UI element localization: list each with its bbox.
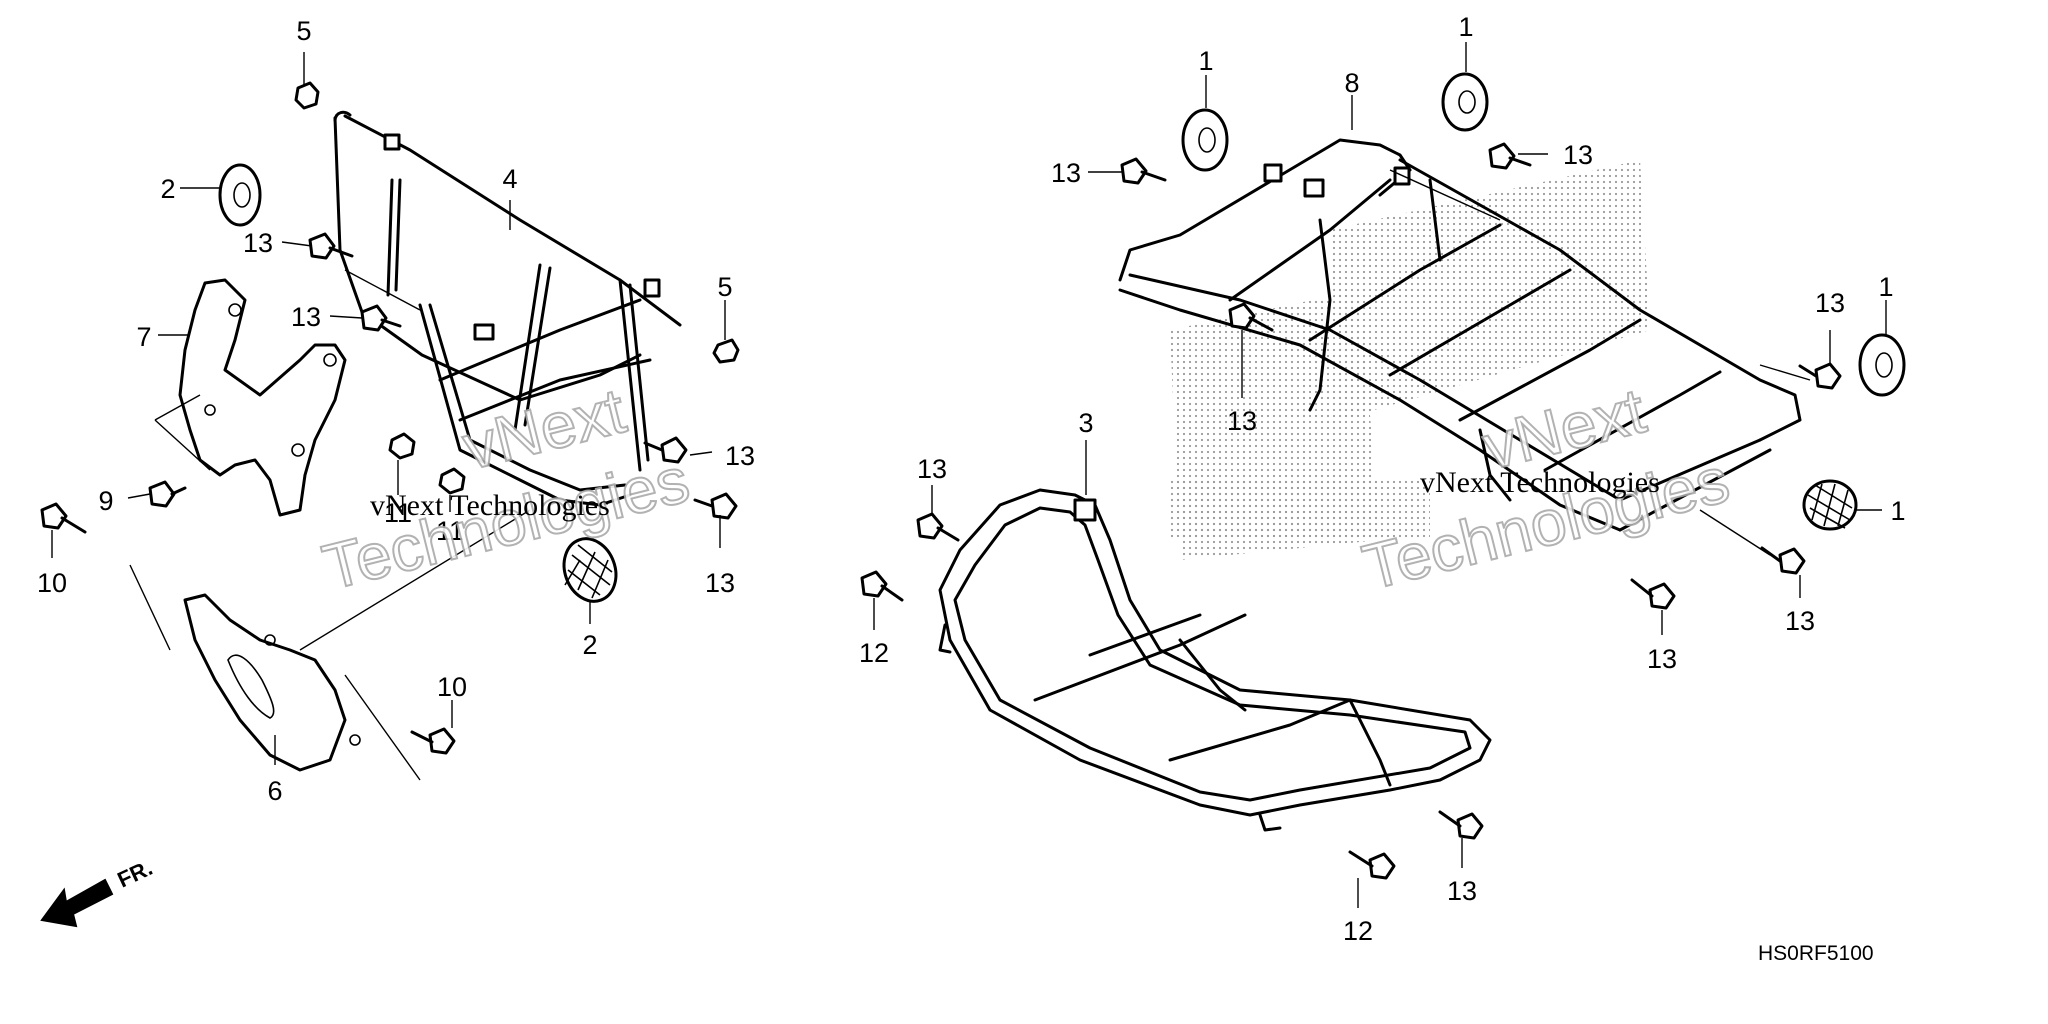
skid-plate-6 xyxy=(183,593,361,772)
bolt-13-right-b xyxy=(1488,142,1532,170)
reflector-2-bottom xyxy=(562,537,618,603)
callout-1: 1 xyxy=(1878,272,1893,302)
grommet-1-b xyxy=(1441,72,1489,132)
callout-10: 10 xyxy=(37,568,67,598)
bolt-10-a xyxy=(40,502,87,534)
watermark-text: vNext Technologies xyxy=(1420,466,1660,499)
callout-2: 2 xyxy=(160,174,175,204)
diagram-code: HS0RF5100 xyxy=(1758,942,1874,965)
watermark-text: vNext Technologies xyxy=(370,489,610,522)
callout-1: 1 xyxy=(1198,46,1213,76)
leader-lines xyxy=(51,42,1887,908)
callout-13: 13 xyxy=(725,441,755,471)
bolt-9 xyxy=(148,480,187,508)
callout-13: 13 xyxy=(917,454,947,484)
bolt-12-b xyxy=(1348,850,1396,880)
bolt-13-right-d xyxy=(1798,362,1842,390)
nut-5-right xyxy=(712,338,740,364)
bolt-13-right-e xyxy=(1760,546,1806,575)
bolt-13-right-a xyxy=(1120,157,1167,185)
callout-8: 8 xyxy=(1344,68,1359,98)
callout-13: 13 xyxy=(1815,288,1845,318)
callout-13: 13 xyxy=(291,302,321,332)
rear-guard-3 xyxy=(938,488,1492,832)
callout-11: 11 xyxy=(384,498,412,528)
callout-labels: 5 2 4 13 13 5 7 9 11 11 13 13 10 2 10 6 … xyxy=(37,12,1906,946)
nut-11-a xyxy=(388,432,416,460)
callout-12: 12 xyxy=(859,638,889,668)
bolt-13-right-c xyxy=(1228,302,1274,332)
rear-carrier-8 xyxy=(1118,138,1802,532)
bolt-13-mid-b xyxy=(1438,810,1484,840)
background-logo-watermark xyxy=(1170,160,1650,560)
callout-1: 1 xyxy=(1890,496,1905,526)
bolt-12-a xyxy=(860,570,904,602)
bolt-10-b xyxy=(410,727,456,755)
callout-9: 9 xyxy=(98,486,113,516)
callout-13: 13 xyxy=(1227,406,1257,436)
reflector-1-d xyxy=(1802,479,1858,531)
callout-11: 11 xyxy=(436,516,464,546)
side-guard-7 xyxy=(178,278,347,517)
front-carrier-4 xyxy=(333,110,682,507)
front-direction-arrow: FR. xyxy=(40,855,157,928)
grommet-1-a xyxy=(1181,108,1229,172)
callout-5: 5 xyxy=(717,272,732,302)
callout-13: 13 xyxy=(705,568,735,598)
callout-13: 13 xyxy=(1563,140,1593,170)
callout-13: 13 xyxy=(1051,158,1081,188)
callout-13: 13 xyxy=(1447,876,1477,906)
bolt-13-mid xyxy=(916,512,960,542)
callout-6: 6 xyxy=(267,776,282,806)
bolt-13-left-c xyxy=(643,436,688,464)
nut-11-b xyxy=(438,467,466,495)
bolt-13-right-f xyxy=(1630,578,1676,610)
bolt-13-left-a xyxy=(308,232,354,260)
callout-2: 2 xyxy=(582,630,597,660)
grommet-2-top xyxy=(218,163,262,227)
callout-12: 12 xyxy=(1343,916,1373,946)
callout-13: 13 xyxy=(1647,644,1677,674)
vnext-watermark-left: Technologies vNext vNext Technologies xyxy=(315,373,697,604)
callout-1: 1 xyxy=(1458,12,1473,42)
front-label: FR. xyxy=(114,855,157,893)
nut-5-top xyxy=(294,81,320,110)
grommet-1-c xyxy=(1858,333,1906,397)
callout-5: 5 xyxy=(296,16,311,46)
callout-3: 3 xyxy=(1078,408,1093,438)
callout-7: 7 xyxy=(136,322,151,352)
callout-13: 13 xyxy=(243,228,273,258)
callout-13: 13 xyxy=(1785,606,1815,636)
callout-4: 4 xyxy=(502,164,517,194)
bolt-13-left-d xyxy=(693,492,738,520)
bolt-13-left-b xyxy=(360,304,402,332)
callout-10: 10 xyxy=(437,672,467,702)
